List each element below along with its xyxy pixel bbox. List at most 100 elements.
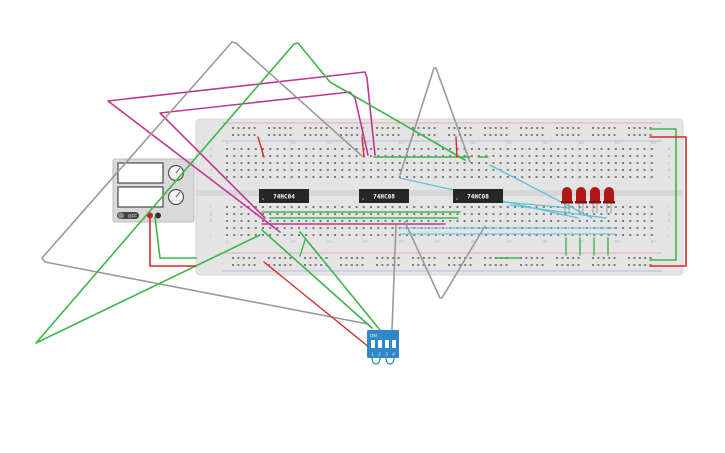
breadboard-hole[interactable] bbox=[348, 155, 351, 157]
breadboard-hole[interactable] bbox=[262, 220, 264, 222]
breadboard-hole[interactable] bbox=[262, 206, 264, 208]
breadboard-hole[interactable] bbox=[456, 176, 459, 178]
breadboard-hole[interactable] bbox=[427, 176, 430, 178]
breadboard-hole[interactable] bbox=[514, 176, 516, 178]
breadboard-hole[interactable] bbox=[566, 257, 569, 259]
breadboard-hole[interactable] bbox=[341, 155, 344, 157]
breadboard-hole[interactable] bbox=[492, 220, 495, 222]
breadboard-hole[interactable] bbox=[600, 155, 603, 157]
breadboard-hole[interactable] bbox=[233, 148, 236, 150]
breadboard[interactable]: 1110101515202025253030353540404545505055… bbox=[195, 118, 684, 276]
breadboard-hole[interactable] bbox=[305, 148, 308, 150]
breadboard-hole[interactable] bbox=[602, 257, 605, 259]
breadboard-hole[interactable] bbox=[550, 162, 552, 164]
breadboard-hole[interactable] bbox=[384, 148, 387, 150]
breadboard-hole[interactable] bbox=[470, 162, 473, 164]
breadboard-hole[interactable] bbox=[636, 220, 639, 222]
breadboard-hole[interactable] bbox=[420, 220, 423, 222]
breadboard-hole[interactable] bbox=[319, 213, 322, 215]
breadboard-hole[interactable] bbox=[622, 206, 624, 208]
breadboard-hole[interactable] bbox=[232, 127, 234, 129]
breadboard-hole[interactable] bbox=[233, 176, 236, 178]
breadboard-hole[interactable] bbox=[326, 227, 329, 229]
breadboard-hole[interactable] bbox=[442, 162, 444, 164]
breadboard-hole[interactable] bbox=[492, 169, 495, 171]
breadboard-hole[interactable] bbox=[592, 264, 594, 266]
breadboard-hole[interactable] bbox=[521, 148, 524, 150]
breadboard-hole[interactable] bbox=[470, 155, 473, 157]
breadboard-hole[interactable] bbox=[283, 169, 286, 171]
breadboard-hole[interactable] bbox=[289, 127, 292, 129]
breadboard-hole[interactable] bbox=[636, 176, 639, 178]
breadboard-hole[interactable] bbox=[463, 206, 466, 208]
breadboard-hole[interactable] bbox=[406, 176, 408, 178]
breadboard-hole[interactable] bbox=[381, 127, 384, 129]
breadboard-hole[interactable] bbox=[628, 134, 630, 136]
breadboard-hole[interactable] bbox=[233, 213, 236, 215]
breadboard-hole[interactable] bbox=[319, 227, 322, 229]
breadboard-hole[interactable] bbox=[535, 169, 538, 171]
breadboard-hole[interactable] bbox=[348, 169, 351, 171]
wire-red-dip[interactable] bbox=[263, 261, 371, 349]
breadboard-hole[interactable] bbox=[391, 220, 394, 222]
breadboard-hole[interactable] bbox=[564, 234, 567, 236]
breadboard-hole[interactable] bbox=[442, 169, 444, 171]
breadboard-hole[interactable] bbox=[283, 206, 286, 208]
breadboard-hole[interactable] bbox=[478, 162, 480, 164]
breadboard-hole[interactable] bbox=[650, 162, 653, 164]
breadboard-hole[interactable] bbox=[376, 257, 378, 259]
breadboard-hole[interactable] bbox=[593, 206, 596, 208]
breadboard-hole[interactable] bbox=[420, 206, 423, 208]
breadboard-hole[interactable] bbox=[514, 169, 516, 171]
breadboard-hole[interactable] bbox=[268, 264, 270, 266]
breadboard-hole[interactable] bbox=[305, 220, 308, 222]
breadboard-hole[interactable] bbox=[586, 220, 588, 222]
breadboard-hole[interactable] bbox=[644, 257, 647, 259]
breadboard-hole[interactable] bbox=[312, 169, 315, 171]
breadboard-hole[interactable] bbox=[542, 176, 545, 178]
breadboard-hole[interactable] bbox=[305, 234, 308, 236]
breadboard-hole[interactable] bbox=[492, 148, 495, 150]
breadboard-hole[interactable] bbox=[434, 176, 437, 178]
breadboard-hole[interactable] bbox=[600, 162, 603, 164]
breadboard-hole[interactable] bbox=[248, 257, 251, 259]
breadboard-hole[interactable] bbox=[319, 155, 322, 157]
breadboard-hole[interactable] bbox=[607, 206, 610, 208]
breadboard-hole[interactable] bbox=[434, 155, 437, 157]
breadboard-hole[interactable] bbox=[397, 127, 400, 129]
breadboard-hole[interactable] bbox=[237, 257, 240, 259]
breadboard-hole[interactable] bbox=[535, 155, 538, 157]
breadboard-hole[interactable] bbox=[633, 127, 636, 129]
breadboard-hole[interactable] bbox=[528, 169, 531, 171]
breadboard-hole[interactable] bbox=[593, 213, 596, 215]
breadboard-hole[interactable] bbox=[492, 206, 495, 208]
breadboard-hole[interactable] bbox=[377, 213, 380, 215]
breadboard-hole[interactable] bbox=[427, 213, 430, 215]
breadboard-hole[interactable] bbox=[269, 206, 272, 208]
breadboard-hole[interactable] bbox=[362, 220, 365, 222]
breadboard-hole[interactable] bbox=[312, 234, 315, 236]
breadboard-hole[interactable] bbox=[278, 134, 281, 136]
breadboard-hole[interactable] bbox=[636, 162, 639, 164]
breadboard-hole[interactable] bbox=[233, 162, 236, 164]
breadboard-hole[interactable] bbox=[586, 155, 588, 157]
breadboard-hole[interactable] bbox=[650, 176, 653, 178]
breadboard-hole[interactable] bbox=[334, 148, 336, 150]
breadboard-hole[interactable] bbox=[370, 227, 372, 229]
breadboard-hole[interactable] bbox=[290, 162, 293, 164]
breadboard-hole[interactable] bbox=[571, 234, 574, 236]
breadboard-hole[interactable] bbox=[550, 169, 552, 171]
breadboard-hole[interactable] bbox=[453, 127, 456, 129]
breadboard-hole[interactable] bbox=[428, 264, 431, 266]
breadboard-hole[interactable] bbox=[232, 134, 234, 136]
breadboard-hole[interactable] bbox=[413, 176, 416, 178]
breadboard-hole[interactable] bbox=[417, 257, 420, 259]
breadboard-hole[interactable] bbox=[572, 134, 575, 136]
wire-gray-1[interactable] bbox=[41, 41, 369, 325]
breadboard-hole[interactable] bbox=[521, 234, 524, 236]
breadboard-hole[interactable] bbox=[442, 206, 444, 208]
breadboard-hole[interactable] bbox=[550, 220, 552, 222]
breadboard-hole[interactable] bbox=[413, 220, 416, 222]
breadboard-hole[interactable] bbox=[622, 176, 624, 178]
breadboard-hole[interactable] bbox=[485, 234, 488, 236]
